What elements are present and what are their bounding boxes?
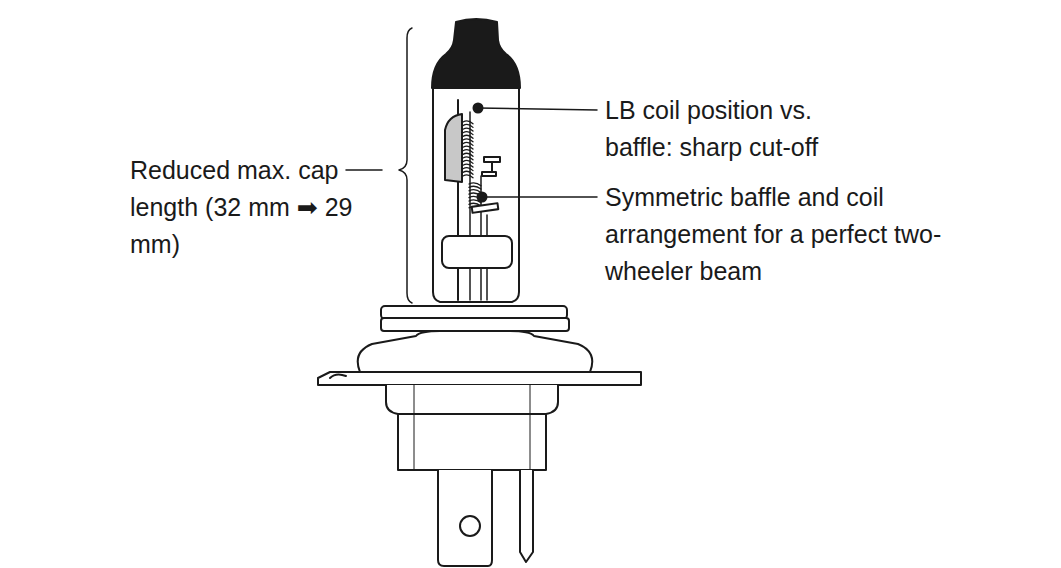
callout-label: Symmetric baffle and coil arrangement fo… — [605, 179, 945, 290]
dimension-note: Reduced max. cap length (32 mm ➡ 29 mm) — [130, 152, 370, 263]
callout-label: LB coil position vs. baffle: sharp cut-o… — [605, 92, 885, 166]
